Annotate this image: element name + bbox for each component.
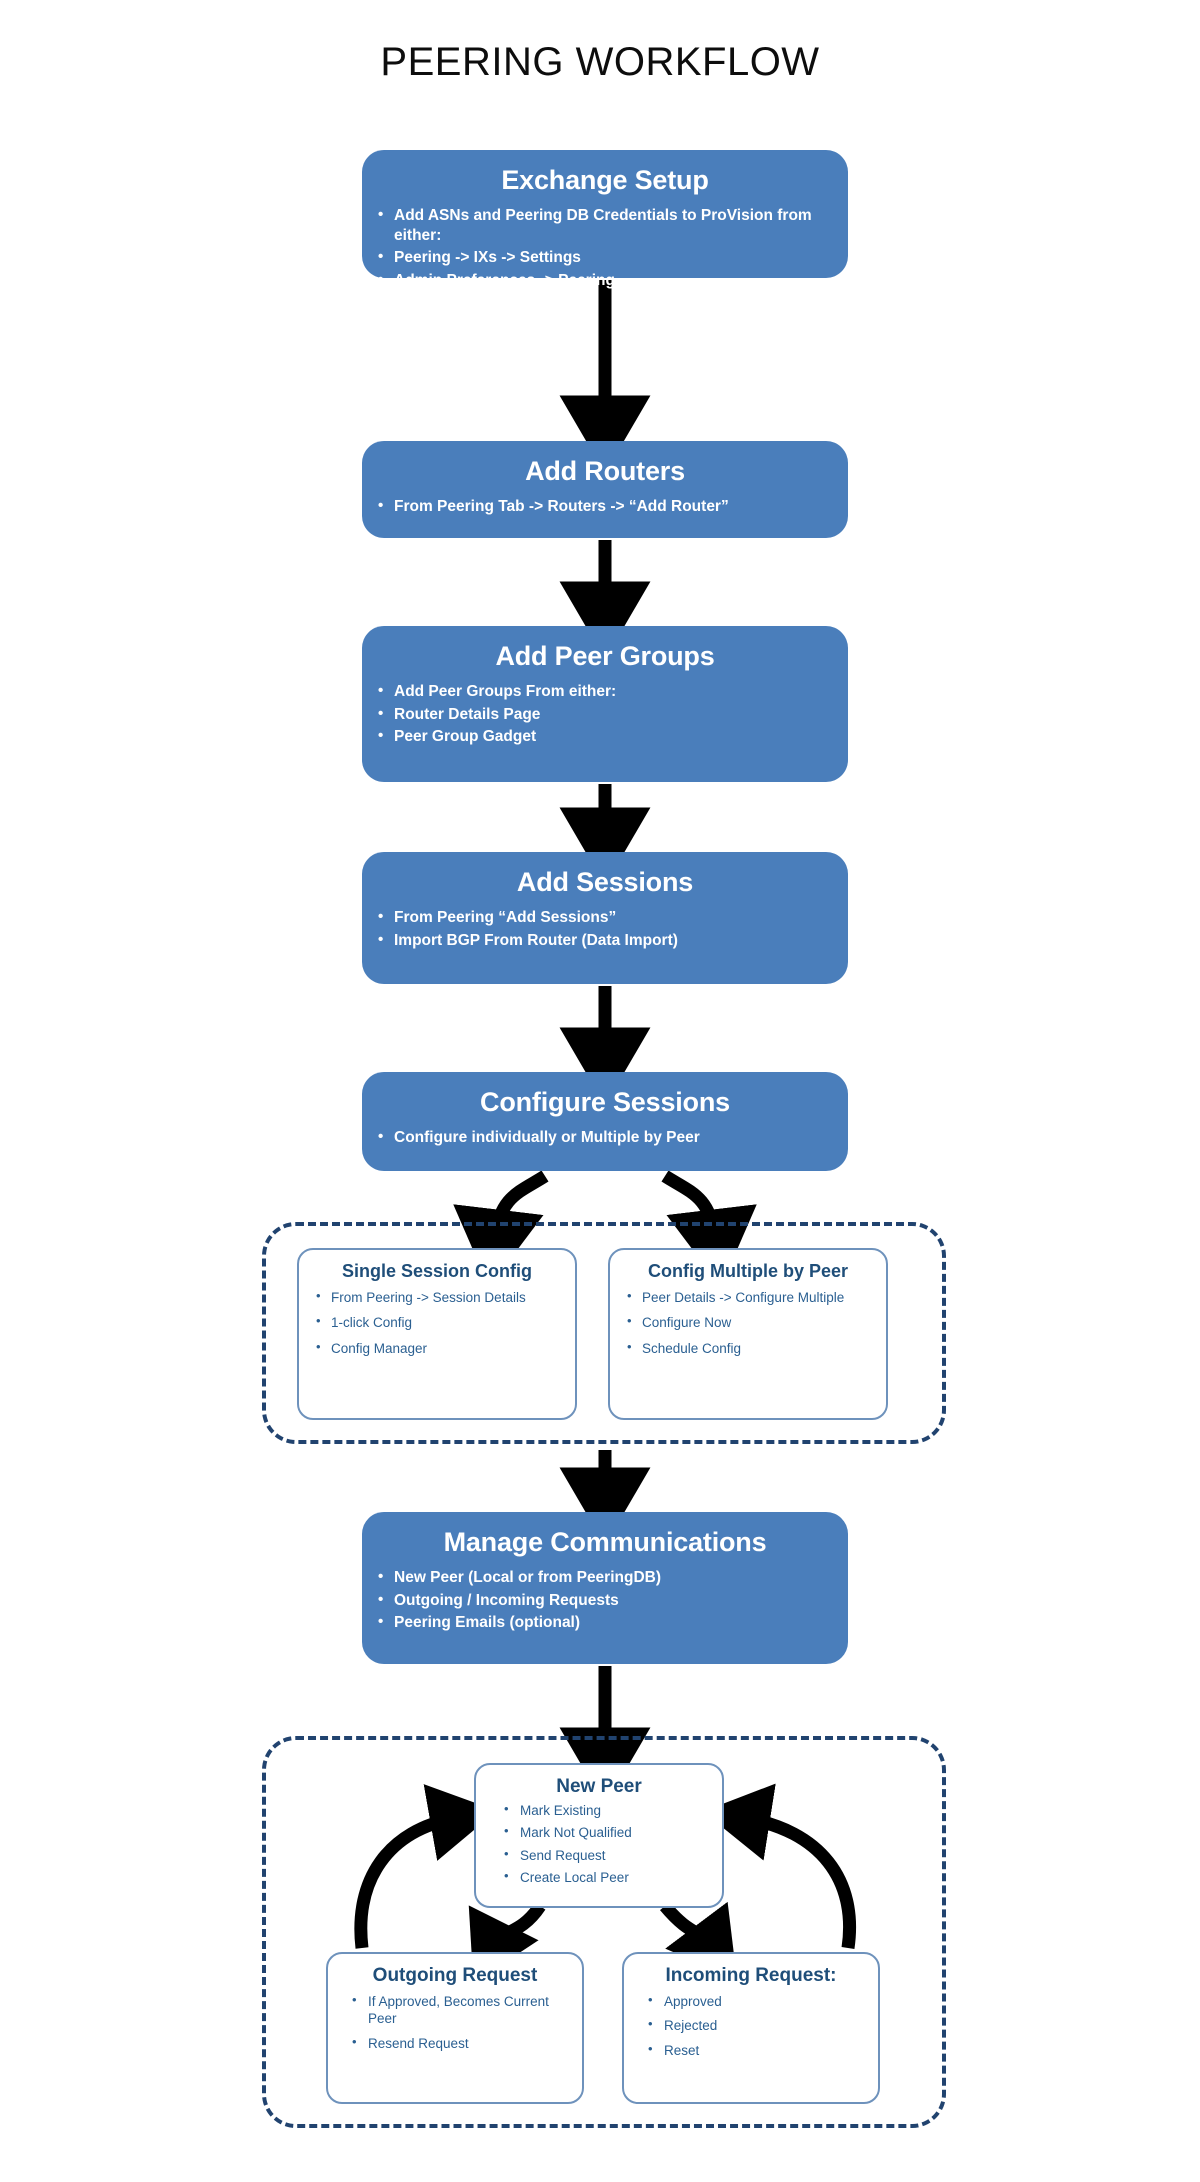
stage-title: Exchange Setup xyxy=(501,165,709,195)
stage-bullet-list: Add Peer Groups From either: Router Deta… xyxy=(376,681,834,747)
bullet-item: Reset xyxy=(634,2041,868,2060)
stage-title: Configure Sessions xyxy=(480,1087,730,1117)
bullet-item: Mark Not Qualified xyxy=(486,1823,712,1842)
stage-add-routers[interactable]: Add Routers From Peering Tab -> Routers … xyxy=(362,441,848,538)
bullet-item: Create Local Peer xyxy=(486,1868,712,1887)
box-title: Config Multiple by Peer xyxy=(647,1261,848,1281)
stage-bullet-list: Configure individually or Multiple by Pe… xyxy=(376,1127,834,1148)
bullet-item: Configure individually or Multiple by Pe… xyxy=(376,1127,834,1148)
bullet-item: New Peer (Local or from PeeringDB) xyxy=(376,1567,834,1588)
bullet-item: From Peering Tab -> Routers -> “Add Rout… xyxy=(376,496,834,517)
box-title: Outgoing Request xyxy=(372,1965,538,1986)
box-bullet-list: Peer Details -> Configure Multiple Confi… xyxy=(620,1288,876,1358)
bullet-item: Schedule Config xyxy=(620,1339,876,1358)
stage-configure-sessions[interactable]: Configure Sessions Configure individuall… xyxy=(362,1072,848,1171)
bullet-item: Peering Emails (optional) xyxy=(376,1612,834,1633)
box-title: New Peer xyxy=(556,1776,642,1797)
bullet-item: Resend Request xyxy=(338,2034,572,2053)
box-bullet-list: Approved Rejected Reset xyxy=(634,1992,868,2060)
bullet-item: Configure Now xyxy=(620,1313,876,1332)
page-title: PEERING WORKFLOW xyxy=(380,40,820,84)
stage-bullet-list: From Peering “Add Sessions” Import BGP F… xyxy=(376,907,834,951)
stage-manage-communications[interactable]: Manage Communications New Peer (Local or… xyxy=(362,1512,848,1664)
bullet-item: Rejected xyxy=(634,2016,868,2035)
stage-bullet-list: New Peer (Local or from PeeringDB) Outgo… xyxy=(376,1567,834,1633)
bullet-item: Import BGP From Router (Data Import) xyxy=(376,930,834,951)
box-bullet-list: If Approved, Becomes Current Peer Resend… xyxy=(338,1992,572,2053)
bullet-item: Admin Preferences -> Peering xyxy=(376,270,834,291)
stage-add-sessions[interactable]: Add Sessions From Peering “Add Sessions”… xyxy=(362,852,848,984)
box-title: Incoming Request: xyxy=(665,1965,837,1986)
communications-cycle-group xyxy=(262,1736,946,2128)
stage-title: Add Routers xyxy=(525,456,685,486)
box-title: Single Session Config xyxy=(341,1261,533,1281)
bullet-item: If Approved, Becomes Current Peer xyxy=(338,1992,572,2028)
bullet-item: Peer Details -> Configure Multiple xyxy=(620,1288,876,1307)
box-outgoing-request[interactable]: Outgoing Request If Approved, Becomes Cu… xyxy=(326,1952,584,2104)
stage-exchange-setup[interactable]: Exchange Setup Add ASNs and Peering DB C… xyxy=(362,150,848,289)
stage-title: Manage Communications xyxy=(443,1527,767,1557)
stage-bullet-list: From Peering Tab -> Routers -> “Add Rout… xyxy=(376,496,834,517)
bullet-item: Mark Existing xyxy=(486,1801,712,1820)
bullet-item: Approved xyxy=(634,1992,868,2011)
box-new-peer[interactable]: New Peer Mark Existing Mark Not Qualifie… xyxy=(474,1763,724,1908)
config-options-group xyxy=(262,1222,946,1444)
bullet-item: Add Peer Groups From either: xyxy=(376,681,834,702)
box-bullet-list: From Peering -> Session Details 1-click … xyxy=(309,1288,565,1358)
bullet-item: Add ASNs and Peering DB Credentials to P… xyxy=(376,205,834,246)
bullet-item: Peer Group Gadget xyxy=(376,726,834,747)
bullet-item: From Peering “Add Sessions” xyxy=(376,907,834,928)
bullet-item: Router Details Page xyxy=(376,704,834,725)
stage-bullet-list: Add ASNs and Peering DB Credentials to P… xyxy=(376,205,834,291)
box-bullet-list: Mark Existing Mark Not Qualified Send Re… xyxy=(486,1801,712,1887)
bullet-item: From Peering -> Session Details xyxy=(309,1288,565,1307)
bullet-item: 1-click Config xyxy=(309,1313,565,1332)
stage-title: Add Peer Groups xyxy=(495,641,715,671)
bullet-item: Send Request xyxy=(486,1846,712,1865)
bullet-item: Peering -> IXs -> Settings xyxy=(376,247,834,268)
stage-title: Add Sessions xyxy=(516,867,694,897)
box-incoming-request[interactable]: Incoming Request: Approved Rejected Rese… xyxy=(622,1952,880,2104)
stage-add-peer-groups[interactable]: Add Peer Groups Add Peer Groups From eit… xyxy=(362,626,848,782)
bullet-item: Outgoing / Incoming Requests xyxy=(376,1590,834,1611)
box-single-session-config[interactable]: Single Session Config From Peering -> Se… xyxy=(297,1248,577,1420)
bullet-item: Config Manager xyxy=(309,1339,565,1358)
box-config-multiple-by-peer[interactable]: Config Multiple by Peer Peer Details -> … xyxy=(608,1248,888,1420)
